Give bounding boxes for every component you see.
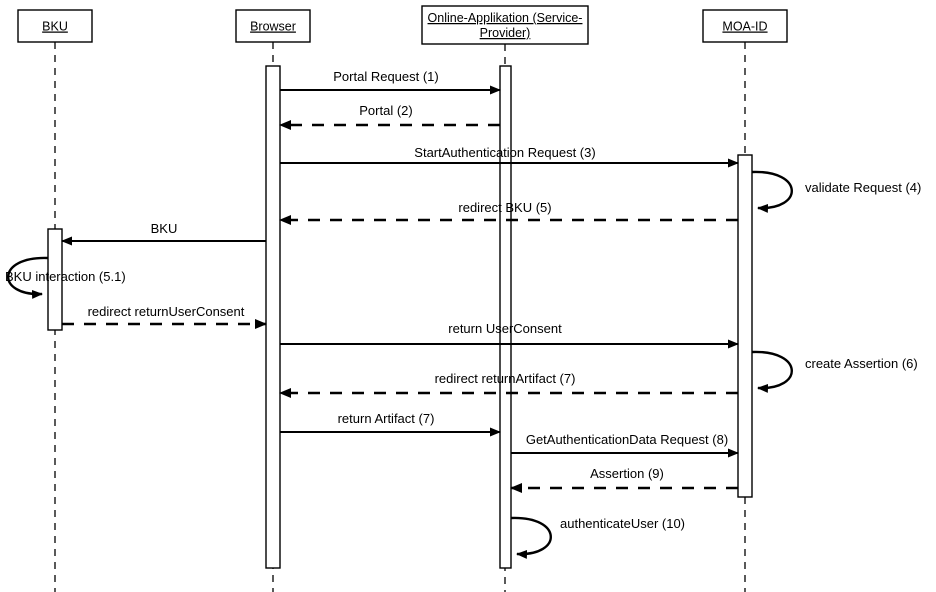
message-4-validate-request-4[interactable]: validate Request (4) (751, 170, 921, 213)
message-label: StartAuthentication Request (3) (414, 145, 595, 160)
participant-box-moaid (702, 9, 788, 43)
participant-browser[interactable]: Browser (235, 9, 311, 43)
participant-sp[interactable]: Online-Applikation (Service-Provider) (421, 5, 589, 45)
message-5-redirect-bku-5[interactable]: redirect BKU (5) (279, 200, 738, 225)
message-9-return-userconsent[interactable]: return UserConsent (280, 321, 739, 349)
message-label: redirect returnArtifact (7) (435, 371, 576, 386)
message-label: authenticateUser (10) (560, 516, 685, 531)
message-label: Portal Request (1) (333, 69, 439, 84)
participant-box-sp (421, 5, 589, 45)
message-13-getauthenticationdata-request-8[interactable]: GetAuthenticationData Request (8) (511, 432, 739, 458)
message-label: validate Request (4) (805, 180, 921, 195)
participant-label-sp: Provider) (480, 26, 531, 40)
message-6-bku[interactable]: BKU (61, 221, 266, 246)
activation-bar-sp (499, 65, 512, 569)
activation-bar-bku (47, 228, 63, 331)
activations-layer (47, 65, 753, 569)
participant-label-sp: Online-Applikation (Service- (428, 11, 583, 25)
message-7-bku-interaction-5-1[interactable]: BKU interaction (5.1) (5, 256, 126, 299)
participant-moaid[interactable]: MOA-ID (702, 9, 788, 43)
messages-layer: Portal Request (1) Portal (2) StartAuthent… (5, 69, 921, 559)
participant-box-bku (17, 9, 93, 43)
self-message-arrow (7, 256, 49, 299)
message-15-authenticateuser-10[interactable]: authenticateUser (10) (510, 516, 685, 559)
message-14-assertion-9[interactable]: Assertion (9) (510, 466, 738, 493)
message-8-redirect-returnuserconsent[interactable]: redirect returnUserConsent (62, 304, 267, 329)
activation-bar-moaid (737, 154, 753, 498)
message-label: GetAuthenticationData Request (8) (526, 432, 728, 447)
participant-headers-layer: BKU Browser Online-Applikation (Service-Pr… (17, 5, 788, 45)
message-1-portal-request-1[interactable]: Portal Request (1) (280, 69, 501, 95)
activation-bar-browser (265, 65, 281, 569)
self-message-arrow (751, 350, 793, 393)
participant-label-browser: Browser (250, 20, 296, 34)
self-message-arrow (751, 170, 793, 213)
message-label: create Assertion (6) (805, 356, 918, 371)
message-label: return UserConsent (448, 321, 562, 336)
message-label: redirect returnUserConsent (88, 304, 245, 319)
message-3-startauthentication-request-3[interactable]: StartAuthentication Request (3) (280, 145, 739, 168)
participant-box-browser (235, 9, 311, 43)
self-message-arrow (510, 516, 552, 559)
message-2-portal-2[interactable]: Portal (2) (279, 103, 500, 130)
message-12-return-artifact-7[interactable]: return Artifact (7) (280, 411, 501, 437)
message-label: Portal (2) (359, 103, 412, 118)
message-label: return Artifact (7) (338, 411, 435, 426)
message-label: BKU (151, 221, 178, 236)
message-label: Assertion (9) (590, 466, 664, 481)
participant-label-moaid: MOA-ID (722, 20, 767, 34)
message-10-create-assertion-6[interactable]: create Assertion (6) (751, 350, 918, 393)
message-label: redirect BKU (5) (458, 200, 551, 215)
message-label: BKU interaction (5.1) (5, 269, 126, 284)
participant-label-bku: BKU (42, 20, 68, 34)
participant-bku[interactable]: BKU (17, 9, 93, 43)
message-11-redirect-returnartifact-7[interactable]: redirect returnArtifact (7) (279, 371, 738, 398)
